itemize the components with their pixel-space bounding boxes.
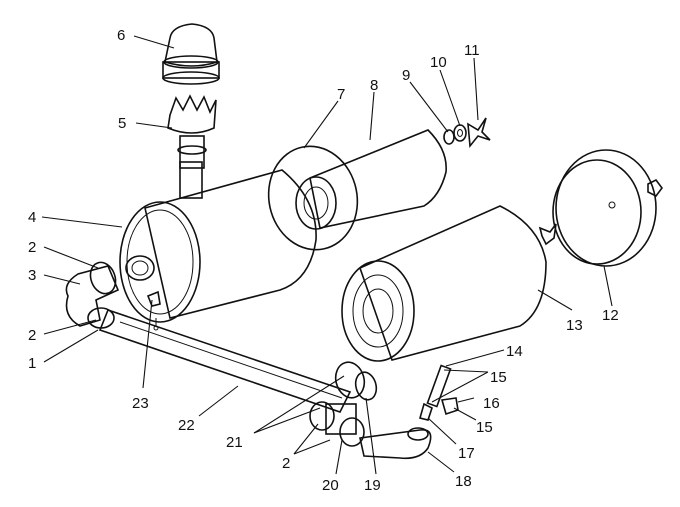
- label-3: 3: [28, 267, 36, 284]
- label-18: 18: [455, 473, 472, 490]
- label-2a: 2: [28, 239, 36, 256]
- part-13-outer-filter: [341, 205, 547, 362]
- part-7-seal-ring: [267, 145, 359, 251]
- part-6-cap: [162, 23, 220, 85]
- part-10-seal: [453, 124, 467, 142]
- label-6: 6: [117, 27, 125, 44]
- part-3-elbow: [65, 261, 120, 329]
- label-21: 21: [226, 434, 243, 451]
- label-14: 14: [506, 343, 523, 360]
- label-15a: 15: [490, 369, 507, 386]
- part-12-cover: [538, 149, 663, 267]
- label-1: 1: [28, 355, 36, 372]
- label-5: 5: [118, 115, 126, 132]
- part-18-elbow-pipe: [359, 427, 432, 460]
- leader-lines: [41, 35, 613, 475]
- part-19-21-hose: [334, 361, 378, 401]
- part-22-intake-pipe: [98, 308, 352, 413]
- part-9-washer: [443, 129, 455, 145]
- label-23: 23: [132, 395, 149, 412]
- label-7: 7: [337, 86, 345, 103]
- label-10: 10: [430, 54, 447, 71]
- part-4-housing: [119, 161, 317, 323]
- label-11: 11: [464, 42, 480, 59]
- part-17-nipple: [419, 402, 433, 421]
- label-16: 16: [483, 395, 500, 412]
- label-8: 8: [370, 77, 378, 94]
- label-2c: 2: [282, 455, 290, 472]
- label-20: 20: [322, 477, 339, 494]
- part-14-tube: [426, 364, 452, 408]
- part-20-lower-hose: [309, 401, 365, 447]
- label-12: 12: [602, 307, 619, 324]
- label-15b: 15: [476, 419, 493, 436]
- label-9: 9: [402, 67, 410, 84]
- label-22: 22: [178, 417, 195, 434]
- part-labels: 6 5 7 8 9 10 11 4 2 3 2 1 23 22 21 2 20 …: [28, 27, 619, 494]
- label-2b: 2: [28, 327, 36, 344]
- label-4: 4: [28, 209, 36, 226]
- part-5-precleaner: [167, 94, 217, 169]
- label-17: 17: [458, 445, 475, 462]
- label-13: 13: [566, 317, 583, 334]
- part-8-inner-filter: [295, 129, 447, 230]
- label-19: 19: [364, 477, 381, 494]
- part-16-bracket: [440, 397, 459, 416]
- part-11-wing-nut: [467, 117, 491, 149]
